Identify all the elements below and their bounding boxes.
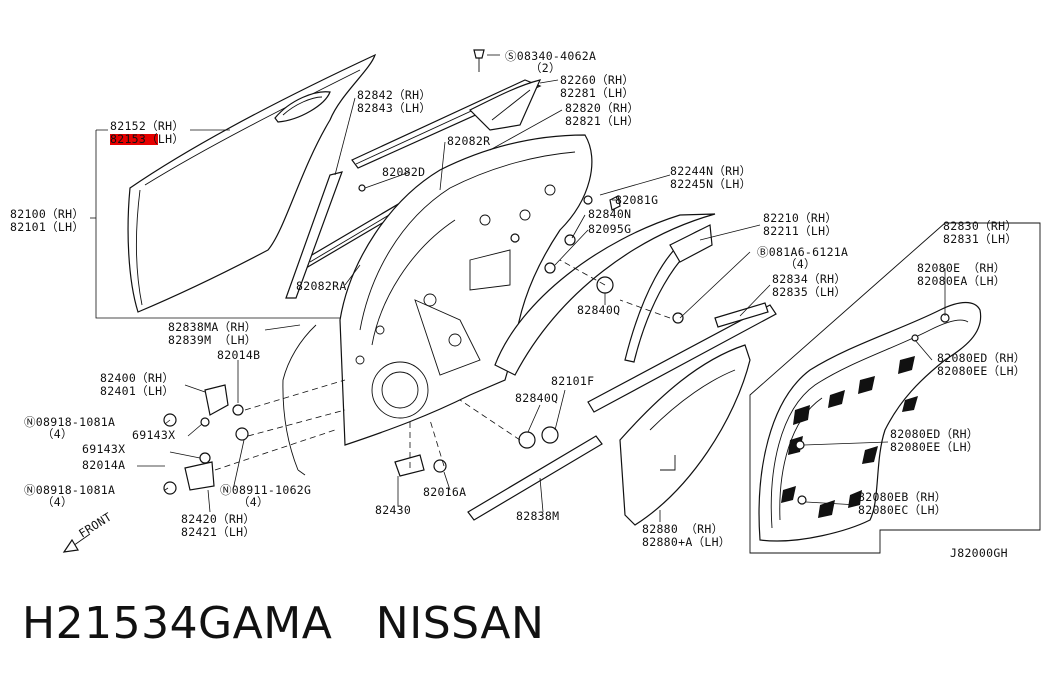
part-label-l32: Ⓝ08918-1081A（4）: [24, 483, 115, 509]
part-label-l8: 82244N（RH）82245N（LH）: [670, 164, 751, 191]
weatherstrip-inset: [749, 222, 1041, 554]
part-label-l26: 69143X: [132, 428, 175, 442]
part-label-l36: 82430: [375, 503, 411, 517]
part-label-l4: 82820（RH）82821（LH）: [565, 101, 639, 128]
assembly-lines: [214, 259, 671, 471]
part-label-l16: 82080E （RH）82080EA（LH）: [917, 261, 1006, 288]
title-brand: NISSAN: [375, 598, 545, 649]
title-part-number: H21534GAMA: [22, 598, 333, 649]
part-label-l3: 82842（RH）82843（LH）: [357, 88, 431, 115]
part-label-l19: 82840Q: [577, 303, 620, 317]
front-arrow: FRONT: [62, 510, 114, 553]
part-label-l1: Ⓢ08340-4062A（2）: [505, 49, 596, 75]
part-label-l5: 82152（RH）82153（LH）: [110, 119, 184, 146]
part-label-l23: 82400（RH）82401（LH）: [100, 371, 174, 398]
part-label-l35: 82420（RH）82421（LH）: [181, 512, 255, 539]
part-label-l34: 82080EB（RH）82080EC（LH）: [858, 490, 947, 517]
part-label-l25: Ⓝ08918-1081A（4）: [24, 415, 115, 441]
part-label-l7: 82082D: [382, 165, 425, 179]
part-label-l14: 82830（RH）82831（LH）: [943, 219, 1017, 246]
part-label-l11: 82095G: [588, 222, 631, 236]
part-label-l24: 82101F: [551, 374, 594, 388]
leader-lines: [90, 54, 946, 522]
part-label-l28: 82080ED（RH）82080EE（LH）: [890, 427, 979, 454]
part-label-l13: 82210（RH）82211（LH）: [763, 211, 837, 238]
part-label-l15: Ⓑ081A6-6121A（4）: [757, 245, 848, 271]
part-label-l2: 82260（RH）82281（LH）: [560, 73, 634, 100]
sealing-screen: [619, 344, 751, 526]
part-label-l31: Ⓝ08911-1062G（4）: [220, 483, 311, 509]
part-label-l38: 82880 （RH）82880+A（LH）: [642, 522, 731, 549]
part-label-l12: 82100（RH）82101（LH）: [10, 207, 84, 234]
part-label-l6: 82082R: [447, 134, 490, 148]
part-label-l33: 82016A: [423, 485, 466, 499]
outer-door-panel: [127, 53, 377, 313]
part-label-l29: 69143X: [82, 442, 125, 456]
door-inner-frame: [339, 134, 593, 446]
part-label-l20: 82838MA（RH）82839M （LH）: [168, 320, 257, 347]
diagram-code: J82000GH: [950, 546, 1008, 560]
page-title: H21534GAMA NISSAN: [22, 598, 544, 649]
part-label-l9: 82081G: [615, 193, 658, 207]
part-label-l10: 82840N: [588, 207, 631, 221]
part-label-l37: 82838M: [516, 509, 559, 523]
part-label-l30: 82014A: [82, 458, 125, 472]
front-label: FRONT: [76, 510, 114, 541]
lower-molding: [467, 435, 603, 521]
part-label-l18: 82834（RH）82835（LH）: [772, 272, 846, 299]
glass-run-sash: [494, 213, 716, 376]
check-link-wire: [282, 324, 317, 476]
part-label-l22: 82080ED（RH）82080EE（LH）: [937, 351, 1026, 378]
part-labels: Ⓢ08340-4062A（2） 82260（RH）82281（LH） 82842…: [10, 49, 1026, 560]
part-label-l17: 82082RA: [296, 279, 347, 293]
part-label-l21: 82014B: [217, 348, 260, 362]
part-label-l27: 82840Q: [515, 391, 558, 405]
highlight-marker: [110, 134, 158, 145]
